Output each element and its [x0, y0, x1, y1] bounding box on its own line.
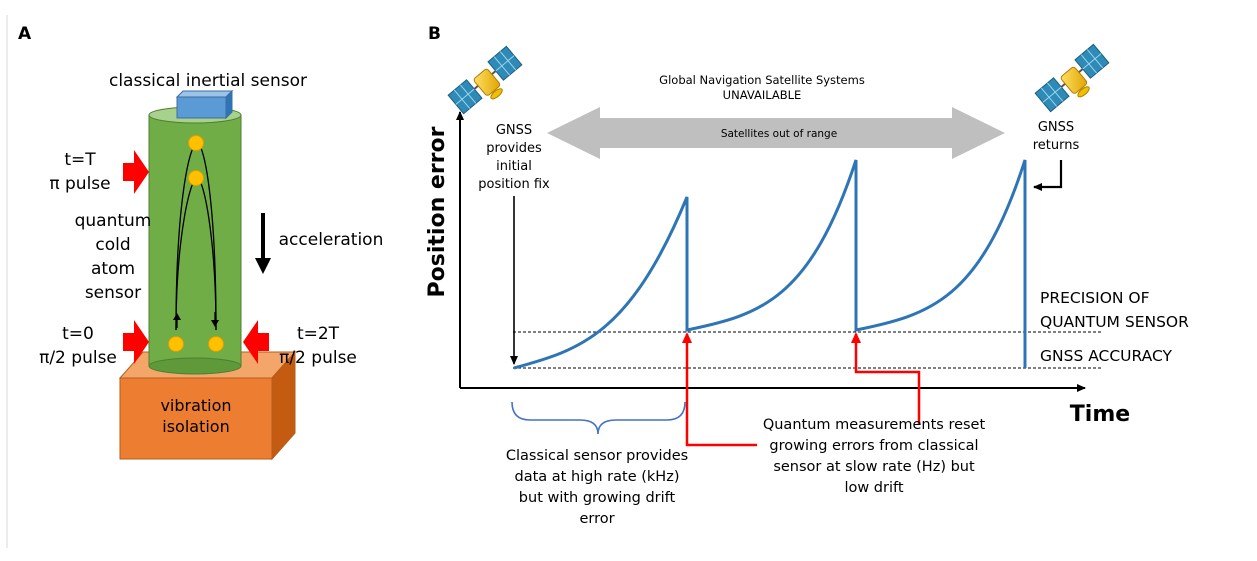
- classical-sensor-label: classical inertial sensor: [109, 71, 307, 91]
- base-label-line-2: isolation: [162, 417, 229, 436]
- gnss-initial-line-3: initial: [496, 159, 532, 174]
- gnss-unavailable-line-1: Global Navigation Satellite Systems: [659, 73, 865, 87]
- atom-dot: [188, 170, 204, 186]
- quantum-label-line-1: quantum: [75, 211, 152, 231]
- classical-note-line-4: error: [579, 511, 614, 527]
- panel-a: A classical inertial sensor vibration is…: [18, 24, 384, 461]
- quantum-note-line-1: Quantum measurements reset: [763, 417, 986, 433]
- out-of-range-label: Satellites out of range: [721, 128, 837, 140]
- panel-b-label: B: [428, 24, 441, 44]
- pulse-arrow-bottom-right: [243, 320, 269, 364]
- pulse-arrow-bottom-left: [123, 320, 149, 364]
- panel-b: B Global N: [425, 24, 1189, 527]
- precision-line-1: PRECISION OF: [1040, 289, 1150, 307]
- gnss-returns-line-2: returns: [1033, 138, 1080, 153]
- atom-dot: [168, 336, 184, 352]
- precision-line-2: QUANTUM SENSOR: [1040, 313, 1189, 331]
- atom-dot: [188, 135, 204, 151]
- pulse-top-time: t=T: [64, 150, 96, 170]
- pulse-arrow-top-left: [123, 150, 149, 194]
- acceleration-arrow: [255, 213, 271, 274]
- gnss-initial-line-2: provides: [486, 141, 542, 156]
- classical-note-line-3: but with growing drift: [519, 490, 676, 506]
- classical-note-line-1: Classical sensor provides: [506, 448, 688, 464]
- quantum-label-line-4: sensor: [85, 283, 141, 303]
- gnss-initial-line-4: position fix: [478, 177, 550, 192]
- satellite-icon: [447, 45, 523, 115]
- x-axis-label: Time: [1070, 402, 1130, 427]
- pulse-top-type: π pulse: [49, 174, 110, 194]
- quantum-label-line-2: cold: [95, 235, 130, 255]
- panel-a-label: A: [18, 24, 32, 44]
- gnss-returns-arrow: [1033, 160, 1063, 191]
- base-label-line-1: vibration: [160, 396, 231, 415]
- pulse-right-type: π/2 pulse: [279, 348, 357, 368]
- quantum-note-line-2: growing errors from classical: [769, 438, 978, 454]
- gnss-returns-line-1: GNSS: [1038, 120, 1074, 135]
- position-error-curve: [513, 159, 1027, 370]
- axes: [456, 111, 1086, 392]
- quantum-label-line-3: atom: [91, 259, 135, 279]
- pulse-left-time: t=0: [62, 324, 94, 344]
- atom-dot: [208, 336, 224, 352]
- cold-atom-column: [148, 106, 242, 375]
- classical-note-line-2: data at high rate (kHz): [515, 469, 680, 485]
- classical-sensor-box: [175, 89, 234, 120]
- pulse-left-type: π/2 pulse: [39, 348, 117, 368]
- gnss-unavailable-line-2: UNAVAILABLE: [723, 88, 802, 102]
- gnss-accuracy-label: GNSS ACCURACY: [1040, 347, 1173, 365]
- satellites-out-of-range-arrow: [547, 107, 1005, 159]
- satellite-icon: [1034, 43, 1110, 113]
- y-axis-label: Position error: [425, 126, 450, 297]
- quantum-note-line-4: low drift: [844, 480, 903, 496]
- acceleration-label: acceleration: [279, 230, 384, 250]
- pulse-right-time: t=2T: [297, 324, 340, 344]
- quantum-note-line-3: sensor at slow rate (Hz) but: [773, 459, 975, 475]
- gnss-initial-line-1: GNSS: [496, 123, 532, 138]
- quantum-reset-arrow: [682, 332, 757, 447]
- classical-interval-brace: [511, 401, 686, 435]
- quantum-reset-arrow: [851, 332, 921, 424]
